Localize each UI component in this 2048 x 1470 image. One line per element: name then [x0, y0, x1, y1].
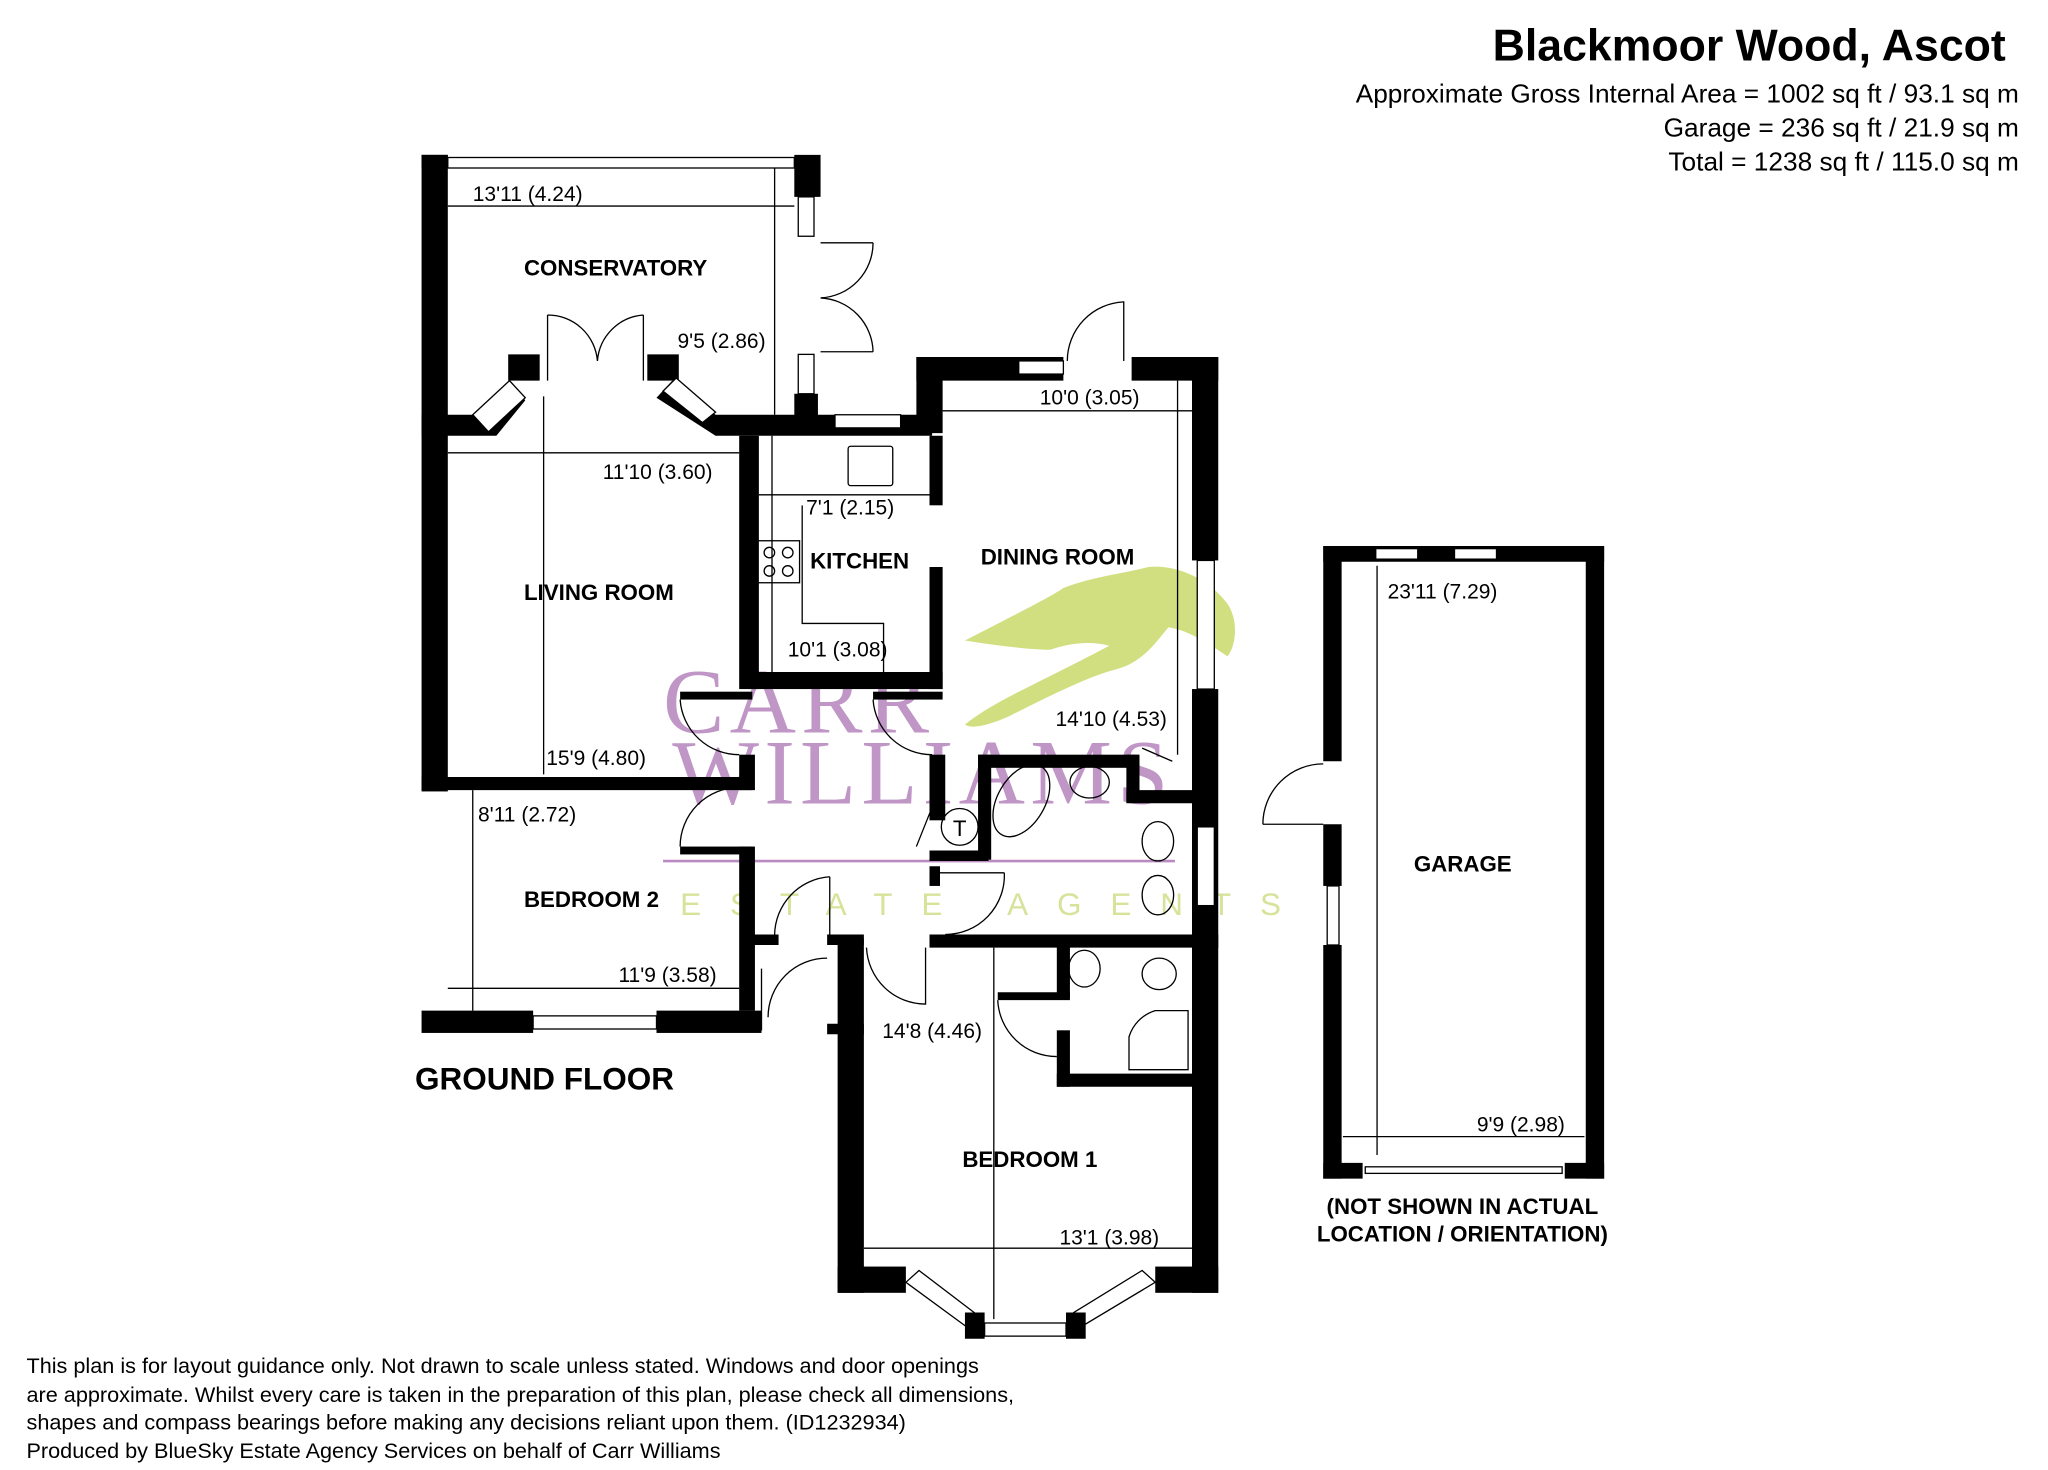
room-label-conservatory: CONSERVATORY: [524, 256, 707, 281]
hob-icon: [756, 540, 801, 584]
total-area: Total = 1238 sq ft / 115.0 sq m: [1668, 147, 2018, 177]
dim-living-depth: 15'9 (4.80): [546, 747, 646, 770]
dim-garage-width: 9'9 (2.98): [1477, 1113, 1565, 1136]
room-label-garage: GARAGE: [1414, 852, 1512, 877]
toilet-icon: [1141, 820, 1175, 862]
watermark-estate-agents: ESTATE AGENTS: [680, 886, 1310, 922]
bidet-icon: [1141, 874, 1175, 916]
dim-dining-width: 10'0 (3.05): [1040, 386, 1140, 409]
disclaimer-line-3: shapes and compass bearings before makin…: [27, 1409, 906, 1434]
room-label-bedroom-1: BEDROOM 1: [962, 1147, 1097, 1172]
garage-note-line-1: (NOT SHOWN IN ACTUAL: [1327, 1194, 1599, 1219]
dim-living-width: 11'10 (3.60): [603, 461, 713, 484]
room-label-bedroom-2: BEDROOM 2: [524, 887, 659, 912]
sink-icon: [847, 445, 894, 487]
garage-note-line-2: LOCATION / ORIENTATION): [1317, 1222, 1608, 1247]
cylinder-cupboard-icon: [940, 807, 979, 846]
watermark-carr: CARR: [663, 650, 934, 752]
property-title: Blackmoor Wood, Ascot: [1493, 21, 2006, 70]
gross-internal-area: Approximate Gross Internal Area = 1002 s…: [1356, 78, 2019, 108]
bath-icon: [992, 763, 1051, 838]
dim-garage-depth: 23'11 (7.29): [1388, 581, 1498, 604]
room-label-dining-room: DINING ROOM: [981, 544, 1135, 569]
dim-bedroom1-width: 13'1 (3.98): [1059, 1226, 1159, 1249]
dim-conservatory-depth: 9'5 (2.86): [678, 330, 766, 353]
room-label-kitchen: KITCHEN: [810, 548, 909, 573]
garage-walls: [1262, 546, 1605, 1179]
ensuite-basin-icon: [1067, 949, 1101, 988]
dimension-lines: [447, 168, 1585, 1320]
ensuite-toilet-icon: [1141, 957, 1177, 991]
dim-bedroom1-depth: 14'8 (4.46): [882, 1020, 982, 1043]
dim-conservatory-width: 13'11 (4.24): [473, 183, 583, 206]
basin-icon: [1069, 765, 1110, 799]
disclaimer-line-4: Produced by BlueSky Estate Agency Servic…: [27, 1438, 721, 1463]
dim-kitchen-width: 7'1 (2.15): [806, 497, 894, 520]
cupboard-label: T: [953, 816, 967, 841]
floor-label: GROUND FLOOR: [415, 1060, 674, 1096]
shower-icon: [1128, 1009, 1189, 1071]
disclaimer-line-2: are approximate. Whilst every care is ta…: [27, 1382, 1015, 1407]
dim-bedroom2-depth: 8'11 (2.72): [478, 804, 576, 827]
disclaimer-line-1: This plan is for layout guidance only. N…: [27, 1353, 980, 1378]
doors-and-fixtures: T: [546, 242, 1189, 1071]
horse-logo-icon: [964, 566, 1236, 727]
walls: [421, 154, 1219, 1339]
dim-kitchen-depth: 10'1 (3.08): [788, 638, 888, 661]
dim-bedroom2-width: 11'9 (3.58): [618, 964, 716, 987]
room-label-living-room: LIVING ROOM: [524, 580, 674, 605]
dim-dining-depth: 14'10 (4.53): [1056, 708, 1167, 731]
garage-area: Garage = 236 sq ft / 21.9 sq m: [1664, 113, 2019, 143]
